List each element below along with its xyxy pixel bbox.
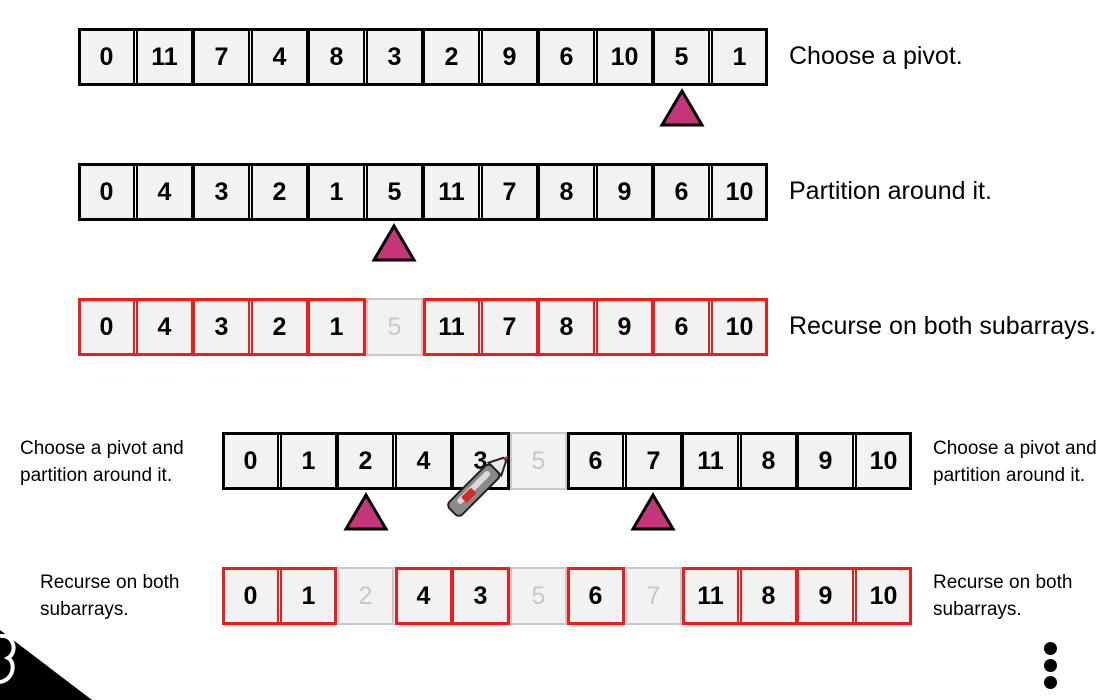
- array-cell: 9: [596, 163, 653, 221]
- ellipsis-dot: [1044, 659, 1057, 672]
- array-cell: 3: [193, 163, 250, 221]
- row-3-caption: Recurse on both subarrays.: [789, 312, 1097, 340]
- array-cell: 7: [481, 298, 538, 356]
- array-cell: 0: [78, 28, 135, 86]
- array-cell: 3: [366, 28, 423, 86]
- array-cell: 10: [711, 163, 768, 221]
- row-1-caption: Choose a pivot.: [789, 42, 963, 70]
- pen-cursor-icon: [447, 455, 509, 517]
- array-cell: 0: [222, 567, 279, 625]
- array-cell: 7: [481, 163, 538, 221]
- array-cell: 4: [251, 28, 308, 86]
- array-cell: 6: [653, 298, 710, 356]
- array-cell: 7: [193, 28, 250, 86]
- array-cell: 5: [510, 567, 567, 625]
- array-cell: 11: [682, 567, 739, 625]
- array-cell: 4: [136, 298, 193, 356]
- array-cell: 3: [193, 298, 250, 356]
- array-cell: 6: [567, 567, 624, 625]
- array-cell: 1: [308, 298, 365, 356]
- array-cell: 8: [740, 432, 797, 490]
- array-cell: 9: [596, 298, 653, 356]
- array-cell: 6: [653, 163, 710, 221]
- array-cell: 7: [625, 567, 682, 625]
- array-cell: 9: [481, 28, 538, 86]
- ellipsis-dot: [1044, 676, 1057, 689]
- array-cell: 2: [251, 298, 308, 356]
- row-5-right-caption-line-1: Recurse on both: [933, 572, 1073, 593]
- array-cell: 7: [625, 432, 682, 490]
- row-4-left-caption: Choose a pivot and partition around it.: [20, 435, 184, 489]
- array-cell: 10: [711, 298, 768, 356]
- array-cell: 11: [136, 28, 193, 86]
- array-cell: 10: [855, 567, 912, 625]
- row-4-right-caption-line-1: Choose a pivot and: [933, 438, 1097, 459]
- array-cell: 8: [740, 567, 797, 625]
- array-cell: 5: [366, 298, 423, 356]
- array-cell: 10: [855, 432, 912, 490]
- array-cell: 0: [78, 298, 135, 356]
- array-cell: 3: [452, 567, 509, 625]
- array-cell: 4: [136, 163, 193, 221]
- array-cell: 8: [538, 163, 595, 221]
- array-cell: 5: [366, 163, 423, 221]
- pivot-triangle-icon: [371, 223, 417, 262]
- array-cell: 11: [423, 163, 480, 221]
- row-4-left-caption-line-2: partition around it.: [20, 465, 173, 486]
- array-cell: 9: [797, 432, 854, 490]
- array-cell: 5: [653, 28, 710, 86]
- row-5-left-caption-line-2: subarrays.: [40, 599, 129, 620]
- array-cell: 5: [510, 432, 567, 490]
- row-4-left-caption-line-1: Choose a pivot and: [20, 438, 184, 459]
- array-cell: 2: [337, 432, 394, 490]
- array-cell: 1: [308, 163, 365, 221]
- array-cell: 8: [308, 28, 365, 86]
- array-cell: 11: [423, 298, 480, 356]
- row-5-left-caption-line-1: Recurse on both: [40, 572, 180, 593]
- array-cell: 8: [538, 298, 595, 356]
- array-cell: 10: [596, 28, 653, 86]
- array-cell: 9: [797, 567, 854, 625]
- array-cell: 1: [711, 28, 768, 86]
- pivot-triangle-icon: [630, 492, 676, 531]
- array-cell: 4: [395, 567, 452, 625]
- row-2-caption: Partition around it.: [789, 177, 992, 205]
- array-cell: 6: [567, 432, 624, 490]
- vertical-ellipsis-icon: [1044, 642, 1058, 693]
- slide-corner-decoration: [0, 630, 92, 700]
- row-5-right-caption: Recurse on both subarrays.: [933, 569, 1072, 623]
- array-cell: 11: [682, 432, 739, 490]
- row-5-right-caption-line-2: subarrays.: [933, 599, 1022, 620]
- pivot-triangle-icon: [659, 88, 705, 127]
- row-4-right-caption: Choose a pivot and partition around it.: [933, 435, 1097, 489]
- array-cell: 1: [280, 432, 337, 490]
- array-cell: 2: [251, 163, 308, 221]
- array-cell: 1: [280, 567, 337, 625]
- pivot-triangle-icon: [343, 492, 389, 531]
- array-cell: 2: [337, 567, 394, 625]
- row-5-left-caption: Recurse on both subarrays.: [40, 569, 179, 623]
- array-cell: 0: [222, 432, 279, 490]
- ellipsis-dot: [1044, 642, 1057, 655]
- array-cell: 2: [423, 28, 480, 86]
- row-4-right-caption-line-2: partition around it.: [933, 465, 1086, 486]
- array-cell: 6: [538, 28, 595, 86]
- array-cell: 0: [78, 163, 135, 221]
